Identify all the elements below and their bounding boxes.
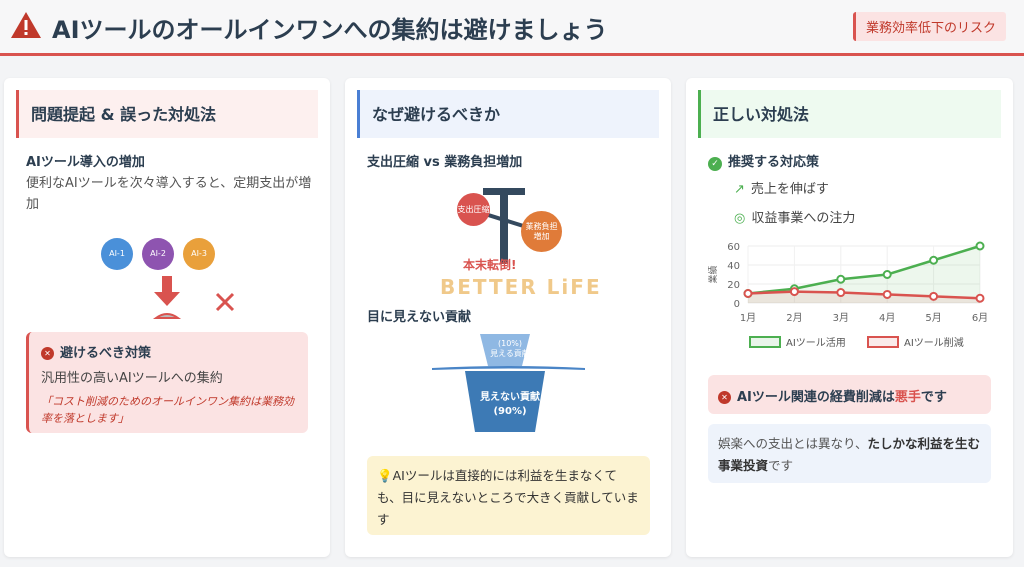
trend-up-icon: ↗ <box>734 182 745 197</box>
info-text: 娯楽への支出とは異なり、 <box>718 436 868 451</box>
legend-label: AIツール削減 <box>904 336 964 349</box>
legend-swatch <box>749 336 781 348</box>
burden-ball: 業務負担増加 <box>521 211 562 252</box>
risk-badge: 業務効率低下のリスク <box>852 12 1006 41</box>
x-tick-label: 3月 <box>833 312 849 324</box>
rec-title: 推奨する対応策 <box>728 155 820 170</box>
x-tick-label: 6月 <box>972 312 988 324</box>
lightbulb-icon: 💡 <box>377 468 393 483</box>
note-box: 💡AIツールは直接的には利益を生まなくても、目に見えないところで大きく貢献してい… <box>367 456 650 535</box>
problem-card: 問題提起 & 誤った対処法 AIツール導入の増加 便利なAIツールを次々導入する… <box>4 78 330 557</box>
x-circle-icon: ✕ <box>41 347 54 360</box>
y-tick-label: 40 <box>727 261 740 272</box>
bad-text-end: です <box>920 390 947 405</box>
x-circle-icon: ✕ <box>718 391 731 404</box>
series-line <box>747 244 981 295</box>
hidden-pct: (90%) <box>493 406 527 417</box>
page-title: AIツールのオールインワンへの集約は避けましょう <box>52 16 608 44</box>
data-point <box>929 291 939 301</box>
tool-ai-3: AI-3 <box>183 238 215 270</box>
data-point <box>789 287 799 297</box>
x-tick-label: 5月 <box>925 312 941 324</box>
reason-card: なぜ避けるべきか 支出圧縮 vs 業務負担増加 支出圧縮 業務負担増加 本末転倒… <box>345 78 671 557</box>
hidden-label: 見えない貢献 <box>480 392 540 403</box>
bad-emphasis: 悪手 <box>894 390 921 405</box>
data-point <box>882 289 892 299</box>
down-arrow-icon <box>152 276 182 319</box>
data-point <box>929 255 939 265</box>
section-heading: 問題提起 & 誤った対処法 <box>16 90 318 138</box>
tool-ai-2: AI-2 <box>142 238 174 270</box>
target-icon: ◎ <box>734 211 746 226</box>
check-circle-icon: ✓ <box>708 157 722 171</box>
data-point <box>882 270 892 279</box>
section-heading: なぜ避けるべきか <box>357 90 659 138</box>
note-text: AIツールは直接的には利益を生まなくても、目に見えないところで大きく貢献していま… <box>377 468 639 527</box>
y-axis-label: 業績 <box>707 265 719 283</box>
tool-ai-1: AI-1 <box>101 238 133 270</box>
iceberg-diagram <box>432 334 585 432</box>
x-tick-label: 4月 <box>879 312 895 324</box>
avoid-text: 汎用性の高いAIツールへの集約 <box>41 371 223 386</box>
solution-card: 正しい対処法 ✓ 推奨する対応策 ↗ 売上を伸ばす ◎ 収益事業への注力 0 20 40 6… <box>686 78 1013 557</box>
balance-label: 本末転倒! <box>463 258 517 272</box>
bad-move-box: ✕ AIツール関連の経費削減は悪手です <box>708 375 991 414</box>
watermark: BETTER LiFE <box>440 275 602 299</box>
performance-chart: 0 20 40 60 1月 2月 3月 4月 5月 6月 業績 AIツール活用 AIツール削減 <box>707 241 988 349</box>
x-tick-label: 2月 <box>786 312 802 324</box>
warning-icon <box>11 12 41 38</box>
avoid-quote: 「コスト削減のためのオールインワン集約は業務効率を落とします」 <box>41 395 294 425</box>
series-area <box>748 246 980 303</box>
data-point <box>836 288 846 298</box>
subtitle: AIツール導入の増加 <box>26 155 145 170</box>
info-text-end: です <box>768 457 794 473</box>
data-point <box>975 293 985 303</box>
info-box: 娯楽への支出とは異なり、たしかな利益を生む事業投資です <box>708 424 991 483</box>
series-line <box>747 290 981 300</box>
header: AIツールのオールインワンへの集約は避けましょう 業務効率低下のリスク <box>0 0 1024 56</box>
y-tick-label: 0 <box>734 299 740 310</box>
description: 便利なAIツールを次々導入すると、定期支出が増加 <box>26 176 312 212</box>
legend-swatch <box>867 336 899 348</box>
cross-icon <box>215 292 235 312</box>
avoid-box: ✕ 避けるべき対策 汎用性の高いAIツールへの集約 「コスト削減のためのオールイン… <box>26 332 308 433</box>
iceberg-title: 目に見えない貢献 <box>367 310 472 325</box>
y-tick-label: 60 <box>727 242 740 253</box>
rec-item: 収益事業への注力 <box>751 211 856 226</box>
section-heading: 正しい対処法 <box>698 90 1001 138</box>
data-point <box>743 289 753 298</box>
data-point <box>975 241 985 251</box>
avoid-title: 避けるべき対策 <box>60 346 152 361</box>
data-point <box>836 274 846 284</box>
x-tick-label: 1月 <box>740 312 756 324</box>
visible-label: 見える貢献 <box>490 348 530 358</box>
expense-ball: 支出圧縮 <box>457 193 490 226</box>
subtitle: 支出圧縮 vs 業務負担増加 <box>367 155 523 170</box>
legend-label: AIツール活用 <box>786 337 846 349</box>
info-bold: たしかな利益を生む事業投資 <box>718 436 981 473</box>
visible-pct: (10%) <box>497 339 523 348</box>
bad-text: AIツール関連の経費削減は <box>737 390 895 405</box>
y-tick-label: 20 <box>727 280 740 291</box>
series-area <box>748 291 980 303</box>
rec-item: 売上を伸ばす <box>750 182 829 197</box>
